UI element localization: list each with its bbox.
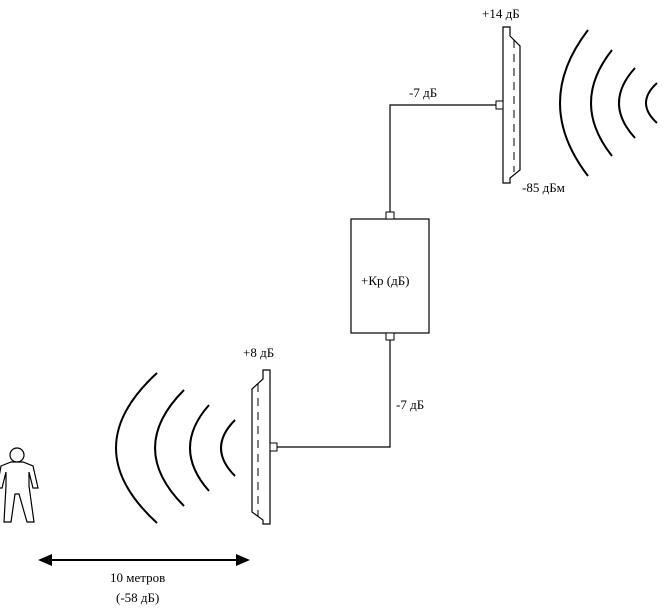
- amplifier-bottom-connector: [385, 332, 395, 341]
- distance-double-arrow-icon: [38, 554, 250, 566]
- amplifier-box: [350, 211, 430, 341]
- outdoor-antenna-gain-label: +14 дБ: [482, 6, 520, 21]
- indoor-antenna-connector: [269, 442, 278, 452]
- distance-loss-label: (-58 дБ): [116, 590, 159, 605]
- upper-cable: [389, 104, 496, 213]
- lower-cable: [277, 340, 391, 448]
- input-signal-label: -85 дБм: [522, 180, 565, 195]
- outdoor-antenna: [495, 26, 521, 184]
- person-icon: [0, 447, 39, 523]
- distance-label: 10 метров: [110, 570, 165, 585]
- lower-cable-loss-label: -7 дБ: [396, 397, 424, 412]
- indoor-antenna-gain-label: +8 дБ: [243, 345, 274, 360]
- outdoor-radio-waves-icon: [559, 29, 658, 177]
- amplifier-gain-label: +Кр (дБ): [361, 273, 410, 288]
- amplifier-top-connector: [385, 211, 395, 220]
- indoor-antenna: [251, 369, 278, 525]
- indoor-radio-waves-icon: [115, 372, 236, 524]
- upper-cable-loss-label: -7 дБ: [409, 85, 437, 100]
- outdoor-antenna-connector: [495, 100, 504, 110]
